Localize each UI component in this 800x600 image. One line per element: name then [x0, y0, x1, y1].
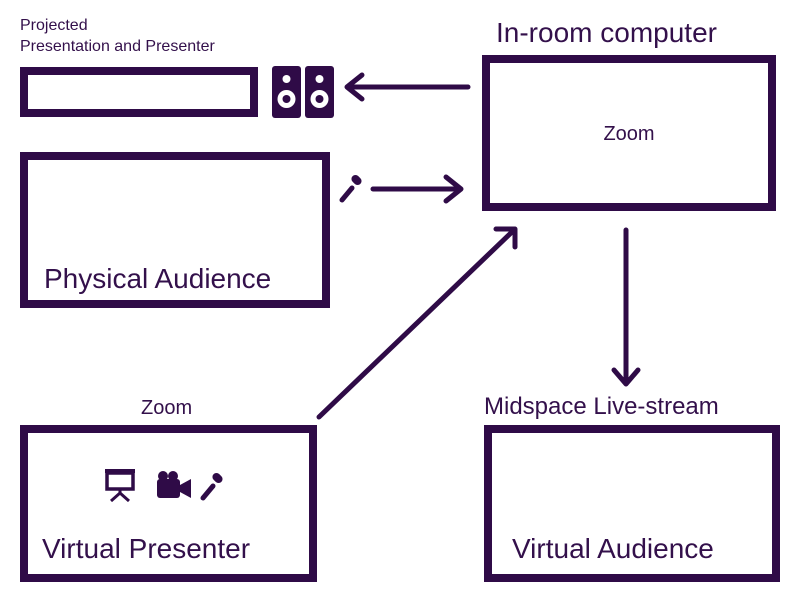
- arrow-computer-to-speakers: [344, 72, 471, 102]
- projected-label-line1: Projected: [20, 17, 88, 34]
- virtual-audience-title: Midspace Live-stream: [484, 393, 719, 420]
- physical-audience-label: Physical Audience: [44, 263, 272, 294]
- virtual-presenter-title: Zoom: [141, 397, 193, 419]
- presentation-icon: [104, 468, 136, 503]
- video-camera-icon: [156, 470, 192, 500]
- virtual-presenter-label: Virtual Presenter: [42, 533, 251, 564]
- physical-audience-box: Physical Audience: [20, 152, 330, 308]
- arrow-presenter-to-computer: [316, 226, 518, 420]
- microphone-icon: [338, 174, 368, 204]
- virtual-audience-label: Virtual Audience: [512, 533, 714, 564]
- arrow-microphone-to-computer: [370, 174, 464, 204]
- speaker-icon: [272, 66, 334, 118]
- projected-label-line2: Presentation and Presenter: [20, 38, 215, 55]
- in-room-computer-box: Zoom: [482, 55, 776, 211]
- microphone-icon: [199, 472, 229, 502]
- in-room-zoom-label: Zoom: [603, 123, 655, 145]
- in-room-computer-title: In-room computer: [496, 17, 717, 48]
- projected-screen-box: [20, 67, 258, 117]
- virtual-presenter-box: Virtual Presenter: [20, 425, 317, 582]
- virtual-audience-box: Virtual Audience: [484, 425, 780, 582]
- arrow-computer-to-livestream: [611, 227, 641, 387]
